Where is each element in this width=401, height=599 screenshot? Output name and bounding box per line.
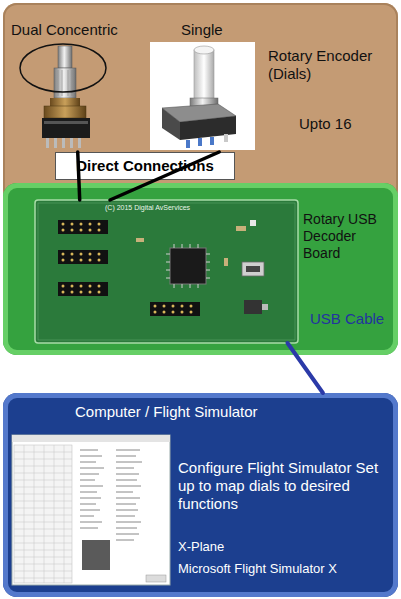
single-encoder-box: Single xyxy=(151,17,261,152)
band-title: Rotary Encoder (Dials) xyxy=(268,47,386,83)
description-text: Configure Flight Simulator Set up to map… xyxy=(178,459,383,513)
dual-encoder-box: Dual Concentric xyxy=(11,17,153,152)
software-name: X-Plane xyxy=(178,539,388,555)
band-title: Computer / Flight Simulator xyxy=(75,403,375,421)
pcb-board: (C) 2015 Digital AvServices xyxy=(35,200,298,343)
silkscreen-text: (C) 2015 Digital AvServices xyxy=(105,204,255,212)
decoder-band: Rotary USB Decoder Board (C) 2015 Digital… xyxy=(3,183,398,355)
software-name: Microsoft Flight Simulator X xyxy=(178,561,393,577)
edge-label: USB Cable xyxy=(310,310,384,328)
computer-band: Computer / Flight SimulatorConfigure Fli… xyxy=(3,393,398,597)
count-note: Upto 16 xyxy=(299,115,389,133)
encoder-label: Dual Concentric xyxy=(11,21,153,39)
connection-note-box: Direct Connections xyxy=(55,152,235,180)
connection-label: Direct Connections xyxy=(55,157,235,175)
band-title: Rotary USB Decoder Board xyxy=(303,211,389,261)
encoder-label: Single xyxy=(181,21,261,39)
